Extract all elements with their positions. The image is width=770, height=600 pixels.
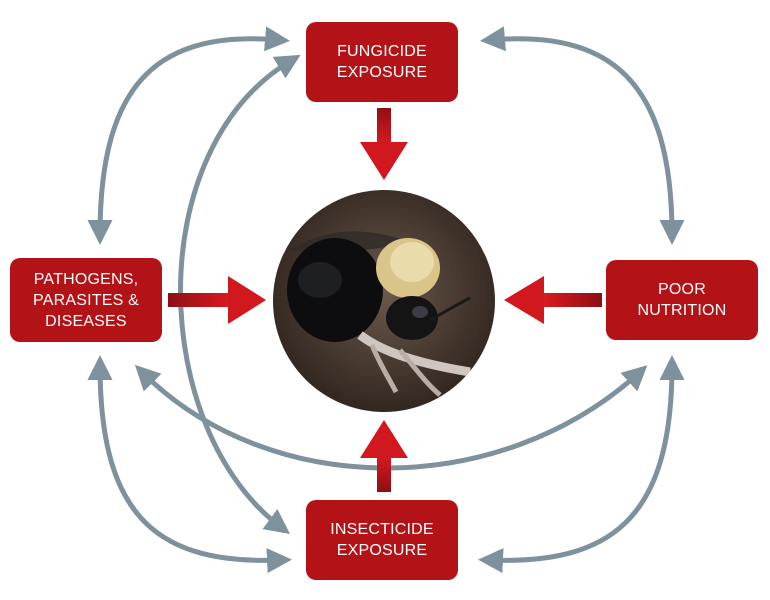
node-nutrition-line-2: NUTRITION: [637, 302, 727, 319]
node-poor-nutrition: POOR NUTRITION: [606, 260, 758, 340]
connector-nutrition-insecticide: [478, 355, 685, 574]
node-insecticide-line-1: INSECTICIDE: [330, 521, 434, 538]
inward-arrow-insecticide: [360, 420, 408, 492]
node-insecticide-exposure: INSECTICIDE EXPOSURE: [306, 500, 458, 580]
inward-arrow-fungicide: [360, 108, 408, 180]
connector-pathogens-insecticide: [87, 355, 292, 574]
bee-photo: [273, 190, 495, 412]
connector-fungicide-nutrition: [480, 26, 685, 245]
connector-fungicide-pathogens: [87, 26, 290, 245]
node-fungicide-line-2: EXPOSURE: [336, 64, 428, 81]
inward-arrow-nutrition: [504, 276, 602, 324]
node-pathogens-line-1: PATHOGENS,: [33, 270, 139, 288]
node-fungicide-line-1: FUNGICIDE: [337, 43, 427, 60]
node-pathogens-line-2: PARASITES &: [33, 291, 139, 309]
node-pathogens-line-3: DISEASES: [45, 312, 127, 330]
node-insecticide-line-2: EXPOSURE: [336, 542, 428, 559]
node-fungicide-exposure: FUNGICIDE EXPOSURE: [306, 22, 458, 102]
node-pathogens-parasites-diseases: PATHOGENS, PARASITES & DISEASES: [10, 258, 162, 342]
node-nutrition-line-1: POOR: [658, 281, 706, 298]
inward-arrow-pathogens: [168, 276, 266, 324]
connector-fungicide-insecticide: [178, 54, 301, 534]
